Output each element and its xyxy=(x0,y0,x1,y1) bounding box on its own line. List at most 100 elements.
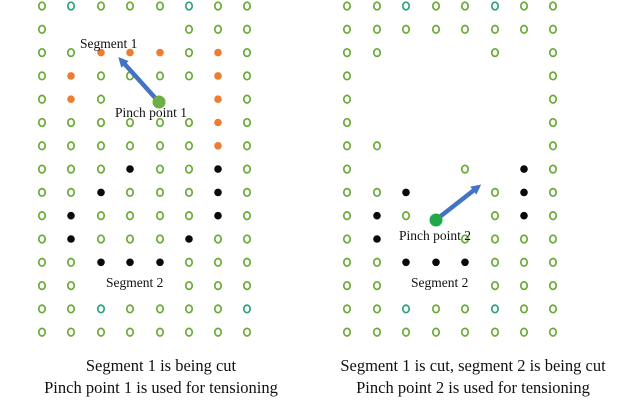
grid-point xyxy=(242,117,252,128)
grid-point xyxy=(155,304,165,314)
right-caption-line-2: Pinch point 2 is used for tensioning xyxy=(356,378,590,397)
grid-point xyxy=(96,71,106,81)
segment-2-point xyxy=(432,258,440,267)
grid-point xyxy=(184,257,194,267)
cut-point-orange xyxy=(67,72,75,80)
grid-point xyxy=(548,164,558,174)
grid-point xyxy=(184,24,194,34)
pinch-point-2-marker xyxy=(429,213,443,227)
grid-point xyxy=(242,327,252,337)
grid-point xyxy=(66,141,76,151)
right-direction-arrow xyxy=(435,184,482,221)
grid-point xyxy=(125,211,135,221)
grid-point xyxy=(155,141,165,151)
grid-point xyxy=(548,327,558,337)
right-point-grid xyxy=(342,1,558,337)
left-caption-line-1: Segment 1 is being cut xyxy=(86,356,237,375)
segment-2-point xyxy=(156,258,164,267)
grid-point xyxy=(342,327,352,337)
pinch-point-1-label: Pinch point 1 xyxy=(115,105,187,120)
grid-point xyxy=(37,47,47,58)
segment-2-point xyxy=(97,188,105,197)
grid-point xyxy=(490,234,500,244)
segment-2-point xyxy=(126,258,134,267)
grid-point xyxy=(242,71,252,81)
grid-point xyxy=(401,24,411,34)
grid-point xyxy=(184,304,194,314)
grid-point xyxy=(37,304,47,314)
grid-point xyxy=(125,304,135,314)
grid-point xyxy=(242,211,252,221)
grid-point xyxy=(548,257,558,267)
grid-point xyxy=(460,24,470,34)
grid-point xyxy=(460,234,470,244)
grid-point xyxy=(66,257,76,267)
cut-point-orange xyxy=(214,48,222,57)
grid-point xyxy=(96,164,106,174)
grid-point xyxy=(401,304,411,314)
grid-point xyxy=(37,117,47,128)
grid-point xyxy=(66,304,76,314)
grid-point xyxy=(213,24,223,34)
cut-point-orange xyxy=(214,118,222,127)
grid-point xyxy=(155,117,165,128)
grid-point xyxy=(548,280,558,291)
cut-point-orange xyxy=(67,95,75,103)
grid-point xyxy=(66,187,76,198)
grid-point xyxy=(342,24,352,34)
segment-2-point xyxy=(185,235,193,243)
grid-point xyxy=(342,47,352,58)
grid-point xyxy=(37,24,47,34)
grid-point xyxy=(184,327,194,337)
grid-point xyxy=(242,280,252,291)
segment-1-label: Segment 1 xyxy=(80,36,137,51)
grid-point xyxy=(184,164,194,174)
grid-point xyxy=(242,304,252,314)
cut-point-orange xyxy=(97,48,105,57)
grid-point xyxy=(37,1,47,11)
grid-point xyxy=(184,71,194,81)
right-caption-line-1: Segment 1 is cut, segment 2 is being cut xyxy=(340,356,606,375)
grid-point xyxy=(96,94,106,104)
grid-point xyxy=(401,327,411,337)
segment-2-point xyxy=(214,211,222,220)
grid-point xyxy=(342,304,352,314)
grid-point xyxy=(37,71,47,81)
cut-point-orange xyxy=(214,95,222,103)
segment-2-point xyxy=(126,165,134,173)
grid-point xyxy=(548,211,558,221)
grid-point xyxy=(519,24,529,34)
grid-point xyxy=(431,1,441,11)
cut-point-orange xyxy=(156,48,164,57)
segment-2-point xyxy=(97,258,105,267)
grid-point xyxy=(66,327,76,337)
grid-point xyxy=(155,327,165,337)
grid-point xyxy=(96,141,106,151)
grid-point xyxy=(490,304,500,314)
grid-point xyxy=(548,94,558,104)
grid-point xyxy=(460,304,470,314)
grid-point xyxy=(37,257,47,267)
segment-2-point xyxy=(402,188,410,197)
segment-2-point xyxy=(67,211,75,220)
grid-point xyxy=(548,141,558,151)
cut-point-orange xyxy=(214,142,222,150)
grid-point xyxy=(125,187,135,198)
grid-point xyxy=(37,211,47,221)
left-direction-arrow xyxy=(118,57,160,103)
grid-point xyxy=(96,327,106,337)
grid-point xyxy=(490,187,500,198)
grid-point xyxy=(242,47,252,58)
grid-point xyxy=(431,24,441,34)
grid-point xyxy=(490,327,500,337)
segment-2-point xyxy=(461,258,469,267)
grid-point xyxy=(37,141,47,151)
segment-2-point xyxy=(373,235,381,243)
grid-point xyxy=(125,234,135,244)
grid-point xyxy=(242,164,252,174)
grid-point xyxy=(490,47,500,58)
segment-2-point xyxy=(67,235,75,243)
grid-point xyxy=(519,327,529,337)
grid-point xyxy=(125,327,135,337)
